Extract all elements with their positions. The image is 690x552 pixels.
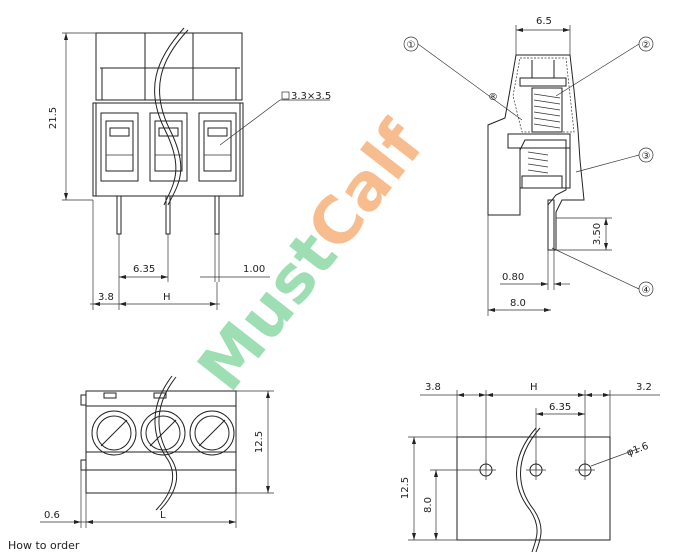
pcb-right-label: 3.2 [636, 382, 652, 393]
pcb-outline [456, 436, 611, 541]
pcb-row-label: 8.0 [423, 497, 434, 513]
front-upper-housing [95, 32, 243, 101]
top-height-label: 12.5 [254, 431, 265, 453]
top-view: 12.5 0.6 L [40, 375, 274, 528]
wire-entry-2 [149, 112, 188, 182]
side-top-label: 6.5 [536, 16, 552, 27]
pcb-height-label: 12.5 [400, 477, 411, 499]
order-caption: How to order [8, 539, 80, 552]
svg-text:②: ② [642, 40, 651, 51]
hole-size-label: 3.3×3.5 [291, 91, 331, 102]
watermark-mark: ® [488, 92, 498, 103]
front-view: 21.5 3.3×3.5 6.35 1.00 3.8 H [48, 27, 331, 310]
watermark-logo: MustCalf [184, 108, 439, 405]
top-len-label: L [160, 510, 166, 521]
screw-head-3 [189, 410, 235, 456]
pcb-span-label: H [530, 382, 538, 393]
front-height-label: 21.5 [48, 107, 59, 129]
pitch-label: 6.35 [133, 264, 155, 275]
side-spring [527, 151, 549, 174]
wire-entry-3 [198, 112, 237, 182]
side-view: 6.5 ① ② [403, 16, 654, 316]
pcb-hole-3 [575, 460, 595, 480]
pcb-left-label: 3.8 [425, 382, 441, 393]
screw-head-2 [140, 410, 186, 456]
pcb-view: 3.8 H 3.2 6.35 φ1.6 12.5 [400, 382, 660, 552]
pin-width-label: 1.00 [243, 264, 265, 275]
front-edge-label: 3.8 [98, 292, 114, 303]
front-pins [116, 195, 220, 235]
top-edge-label: 0.6 [44, 510, 60, 521]
top-wire [158, 376, 178, 511]
pcb-hole-1 [476, 460, 496, 480]
pcb-hole-2 [526, 460, 546, 480]
svg-text:①: ① [407, 40, 416, 51]
front-span-label: H [163, 292, 171, 303]
side-pin-len-label: 3.50 [592, 223, 603, 245]
side-pin-th-label: 0.80 [502, 272, 524, 283]
wire-entry-1 [100, 112, 139, 182]
pcb-hole-label: φ1.6 [625, 441, 650, 459]
side-screw [531, 87, 563, 133]
screw-head-1 [91, 410, 137, 456]
side-pin [547, 199, 555, 251]
watermark-text: MustCalf [184, 108, 439, 405]
top-body [85, 390, 237, 494]
pcb-wire [520, 427, 542, 552]
side-clamp [507, 133, 571, 149]
svg-text:④: ④ [642, 285, 651, 296]
front-wire [159, 29, 189, 206]
side-base-label: 8.0 [510, 298, 526, 309]
pcb-pitch-label: 6.35 [549, 402, 571, 413]
front-body [92, 102, 244, 197]
svg-text:③: ③ [642, 151, 651, 162]
